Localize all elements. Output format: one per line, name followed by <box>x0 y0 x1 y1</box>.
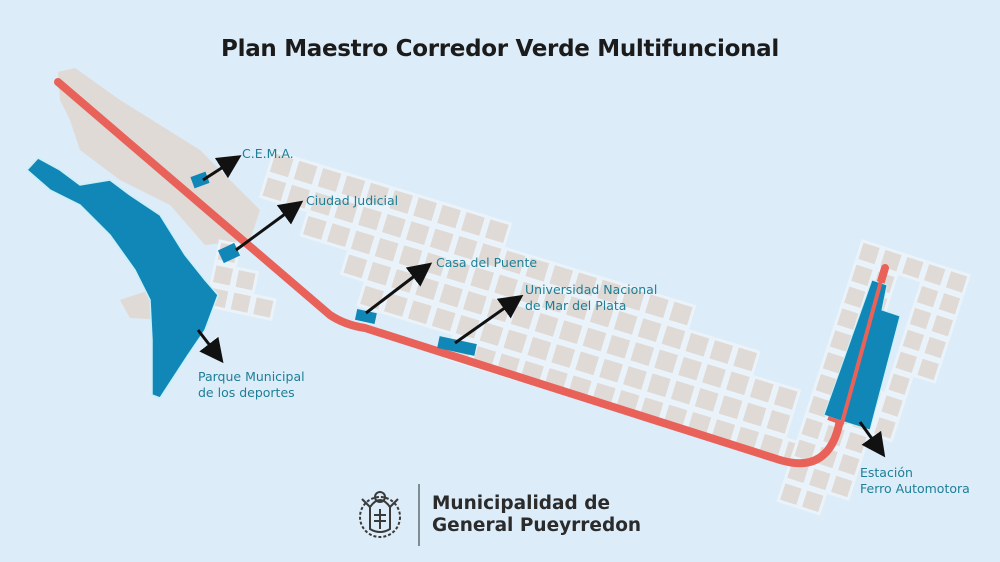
label-parque-line1: Parque Municipal <box>198 369 305 384</box>
coat-of-arms-icon <box>359 491 401 538</box>
municipal-logo: Municipalidad de General Pueyrredon <box>352 484 641 546</box>
label-ciudad-judicial: Ciudad Judicial <box>306 193 399 208</box>
cema-facility <box>190 171 210 189</box>
map-title: Plan Maestro Corredor Verde Multifuncion… <box>221 36 779 62</box>
logo-divider <box>418 484 420 546</box>
green-corridor-line <box>54 78 889 468</box>
label-universidad-line1: Universidad Nacional <box>525 282 658 297</box>
logo-line2: General Pueyrredon <box>432 515 642 536</box>
label-cema: C.E.M.A. <box>242 146 294 161</box>
label-parque: Parque Municipal de los deportes <box>198 369 305 401</box>
ciudad-judicial-facility <box>217 242 241 264</box>
label-universidad: Universidad Nacional de Mar del Plata <box>525 282 657 314</box>
casa-del-puente-facility <box>354 309 377 324</box>
logo-line1: Municipalidad de <box>432 493 611 514</box>
universidad-facility <box>437 336 477 356</box>
label-parque-line2: de los deportes <box>198 385 295 400</box>
label-universidad-line2: de Mar del Plata <box>525 298 627 313</box>
label-estacion: Estación Ferro Automotora <box>860 465 970 497</box>
parque-municipal-area <box>25 157 219 399</box>
pointer-arrows <box>196 155 886 458</box>
label-casa-del-puente: Casa del Puente <box>436 255 538 270</box>
label-estacion-line1: Estación <box>860 465 913 480</box>
label-estacion-line2: Ferro Automotora <box>860 481 970 496</box>
